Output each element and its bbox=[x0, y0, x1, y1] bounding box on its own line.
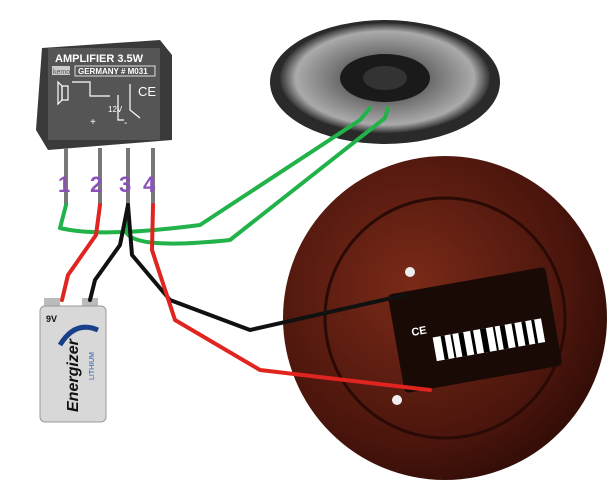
motor-ce-mark: CE bbox=[411, 324, 428, 338]
green-wire-pin3-speaker bbox=[124, 106, 390, 246]
wires bbox=[58, 106, 432, 392]
motor: CE bbox=[283, 156, 607, 480]
amplifier-voltage: 12V bbox=[108, 105, 123, 114]
red-wire-pin4-motor bbox=[150, 203, 432, 392]
amplifier-ce-mark: CE bbox=[138, 84, 156, 99]
amplifier-schematic bbox=[57, 80, 141, 121]
amplifier-minus: - bbox=[124, 118, 127, 129]
battery-voltage: 9V bbox=[46, 314, 57, 324]
pin-label-2: 2 bbox=[90, 172, 102, 197]
amplifier-title: AMPLIFIER 3.5W bbox=[55, 53, 144, 65]
battery-type: LITHIUM bbox=[89, 352, 96, 380]
speaker bbox=[270, 20, 500, 144]
red-wire-pin2-battery bbox=[60, 203, 102, 302]
battery-brand: Energizer bbox=[65, 338, 82, 412]
black-wire-pin3-battery bbox=[88, 203, 130, 302]
battery-9v: 9V Energizer LITHIUM bbox=[39, 298, 107, 423]
amplifier-module: AMPLIFIER 3.5W kemo GERMANY # M031 12V +… bbox=[36, 40, 172, 205]
amplifier-pins bbox=[64, 148, 155, 205]
pin-labels: 1 2 3 4 bbox=[58, 172, 156, 197]
amplifier-brand: kemo bbox=[53, 69, 70, 76]
pin-label-1: 1 bbox=[58, 172, 70, 197]
pin-label-4: 4 bbox=[143, 172, 156, 197]
barcode bbox=[432, 318, 546, 362]
amplifier-plus: + bbox=[90, 117, 96, 128]
pin-label-3: 3 bbox=[119, 172, 131, 197]
amplifier-model: GERMANY # M031 bbox=[78, 67, 148, 76]
